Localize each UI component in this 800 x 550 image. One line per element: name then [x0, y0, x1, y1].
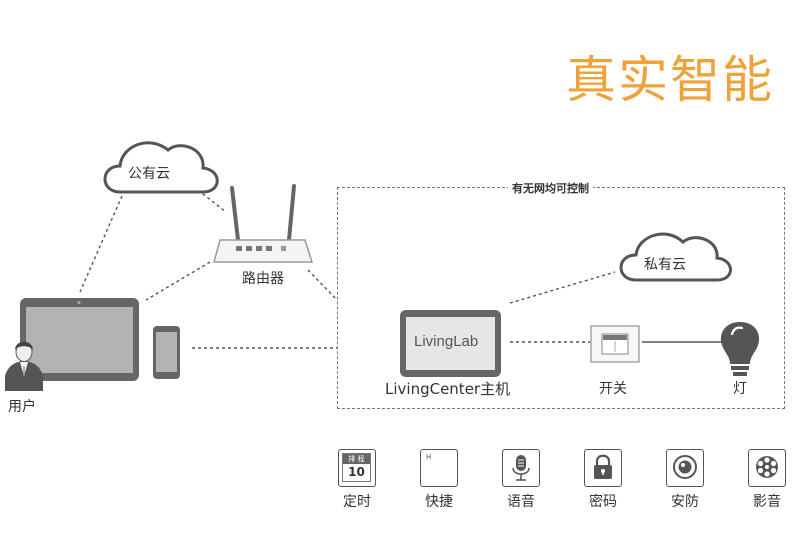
media-feature — [748, 449, 786, 487]
shortcut-feature: H — [420, 449, 458, 487]
router-label: 路由器 — [242, 271, 284, 287]
switch-label: 开关 — [599, 381, 627, 397]
light-bulb-icon — [720, 322, 760, 376]
microphone-icon — [512, 455, 530, 481]
calendar-header: 排 程 — [343, 454, 370, 464]
private-cloud-icon — [619, 232, 732, 282]
link-router-to-box — [307, 269, 338, 301]
private-cloud-label: 私有云 — [644, 257, 686, 273]
living-center-hub-icon — [400, 310, 501, 377]
film-reel-icon — [756, 456, 778, 478]
switch-icon — [590, 325, 640, 363]
control-region-caption: 有无网均可控制 — [508, 180, 593, 196]
router-icon — [213, 184, 314, 263]
calendar-number: 10 — [348, 465, 365, 479]
page-title: 真实智能 — [566, 51, 774, 109]
password-label: 密码 — [589, 494, 617, 510]
camera-icon — [673, 455, 697, 479]
schedule-label: 定时 — [343, 494, 371, 510]
link-router-to-tablet — [145, 261, 211, 301]
public-cloud-icon — [103, 141, 219, 194]
phone-icon — [153, 326, 180, 379]
shortcut-icon: H — [426, 453, 432, 461]
public-cloud-label: 公有云 — [128, 166, 170, 182]
media-label: 影音 — [753, 494, 781, 510]
user-avatar-icon — [5, 341, 43, 391]
calendar-icon: 排 程 10 — [342, 453, 371, 482]
password-feature — [584, 449, 622, 487]
shortcut-label: 快捷 — [425, 494, 453, 510]
voice-feature — [502, 449, 540, 487]
security-label: 安防 — [671, 494, 699, 510]
link-hub-to-private-cloud — [509, 271, 616, 304]
user-label: 用户 — [8, 399, 36, 415]
link-public-cloud-to-tablet — [79, 195, 123, 293]
lock-icon — [594, 454, 612, 479]
security-feature — [666, 449, 704, 487]
voice-label: 语音 — [507, 494, 535, 510]
hub-label: LivingCenter主机 — [385, 380, 511, 398]
hub-screen-text: LivingLab — [414, 333, 479, 350]
tablet-icon — [20, 298, 139, 381]
schedule-feature: 排 程 10 — [338, 449, 376, 487]
light-label: 灯 — [733, 381, 747, 397]
